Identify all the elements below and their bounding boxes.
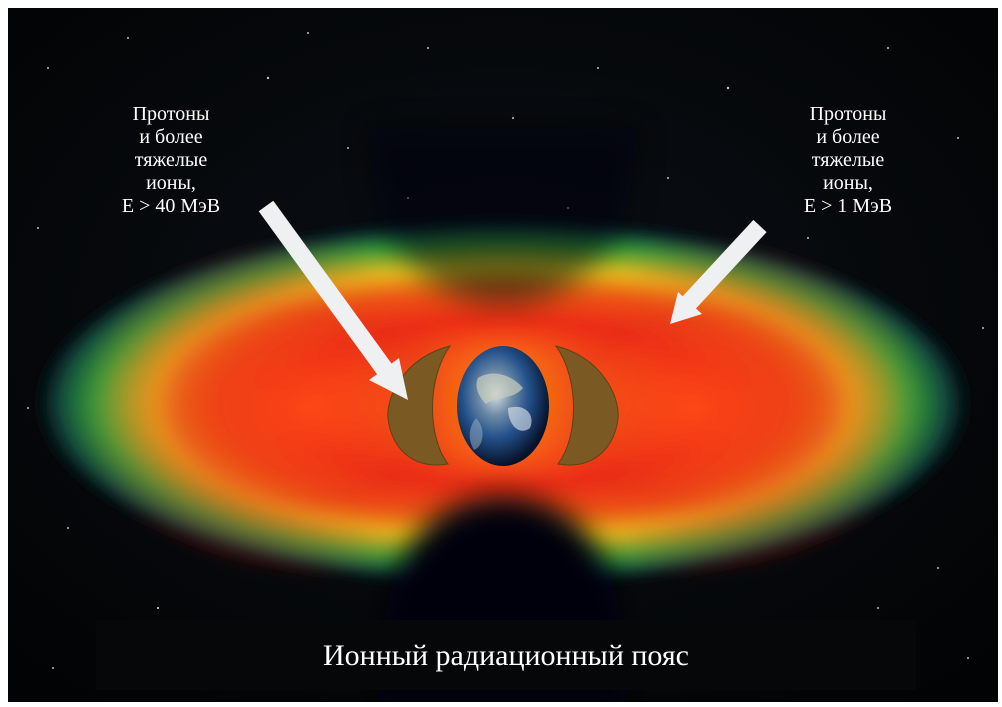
- diagram-frame: Протоны и более тяжелые ионы, E > 40 МэВ…: [8, 8, 998, 702]
- belt-gap-top: [368, 128, 638, 306]
- caption-band: [96, 620, 916, 690]
- stars: [27, 32, 984, 669]
- label-right-line: E > 1 МэВ: [803, 195, 893, 217]
- label-left-line: и более: [139, 126, 203, 148]
- label-right-line: ионы,: [823, 172, 873, 194]
- label-right-line: тяжелые: [811, 149, 885, 171]
- label-right-line: Протоны: [809, 103, 887, 125]
- earth-globe-icon: [457, 346, 549, 466]
- label-left-line: ионы,: [146, 172, 196, 194]
- label-left-line: E > 40 МэВ: [121, 195, 221, 217]
- label-left-line: Протоны: [132, 103, 210, 125]
- label-left: Протоны и более тяжелые ионы, E > 40 МэВ: [101, 103, 241, 218]
- radiation-belt-illustration: [8, 8, 998, 702]
- caption-title: Ионный радиационный пояс: [323, 639, 689, 672]
- arrow-left-icon: [258, 200, 408, 400]
- label-left-line: тяжелые: [134, 149, 208, 171]
- label-right: Протоны и более тяжелые ионы, E > 1 МэВ: [778, 103, 918, 218]
- label-right-line: и более: [816, 126, 880, 148]
- arrow-right-icon: [670, 219, 767, 324]
- inner-crescent-right: [554, 345, 619, 466]
